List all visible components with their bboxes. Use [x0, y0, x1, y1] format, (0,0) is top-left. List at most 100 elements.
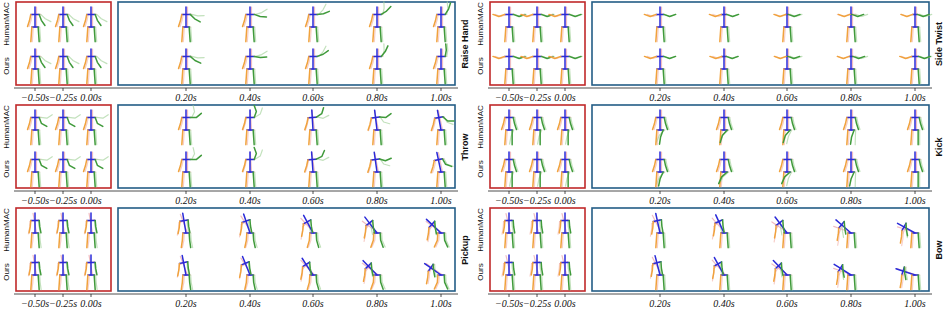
skeleton — [908, 110, 924, 145]
ghost-bone — [920, 69, 921, 84]
row-label: Ours — [477, 160, 485, 177]
skeleton — [844, 110, 860, 145]
ghost-bone — [792, 275, 793, 290]
skeleton-bone — [656, 214, 660, 233]
skeleton — [530, 213, 543, 248]
skeleton-bone — [850, 110, 852, 130]
skeleton-bone — [714, 262, 721, 266]
skeleton-bone — [95, 117, 103, 126]
skeleton-bone — [87, 220, 95, 222]
ghost-bone — [256, 51, 267, 56]
skeleton-bone — [376, 7, 378, 27]
time-tick-label: 0.80s — [366, 299, 387, 309]
ghost-bone — [28, 221, 30, 233]
time-tick-label: 0.20s — [649, 196, 670, 206]
skeleton-bone — [505, 27, 506, 42]
skeleton-bone — [513, 220, 515, 232]
skeleton-bone — [783, 130, 790, 143]
skeleton-bone — [31, 262, 39, 264]
skeleton — [431, 152, 453, 186]
skeleton — [717, 110, 733, 145]
skeleton-bone — [434, 56, 437, 68]
skeleton-bone — [183, 129, 189, 131]
skeleton-bone — [850, 7, 852, 27]
ghost-bone — [446, 69, 447, 84]
skeleton-bone — [250, 220, 252, 232]
skeleton-bone — [31, 275, 32, 290]
ghost-bone — [562, 214, 566, 233]
skeleton-bone — [431, 118, 434, 130]
skeleton — [644, 7, 675, 42]
ghost-bone — [38, 262, 40, 274]
skeleton-bone — [533, 117, 541, 119]
ghost-bone — [534, 172, 535, 187]
axis-tick — [377, 88, 378, 91]
time-tick-label: 0.80s — [366, 196, 387, 206]
skeleton — [900, 49, 932, 84]
skeleton-bone — [87, 27, 88, 42]
ghost-bone — [312, 152, 315, 172]
axis-tick — [186, 88, 187, 91]
skeleton-bone — [254, 148, 256, 160]
ghost-bone — [506, 172, 507, 187]
skeleton-bone — [912, 26, 918, 28]
skeleton — [179, 106, 202, 145]
skeleton-bone — [307, 275, 310, 289]
skeleton — [837, 49, 867, 84]
skeleton-bone — [656, 14, 664, 16]
skeleton-bone — [94, 275, 95, 290]
ghost-bone — [442, 7, 443, 27]
ghost-bone — [726, 14, 738, 16]
axis-tick — [91, 88, 92, 91]
skeleton-bone — [87, 275, 88, 290]
skeleton-bone — [505, 159, 513, 161]
skeleton-bone — [31, 14, 39, 16]
skeleton-bone — [775, 225, 777, 237]
skeleton-bone — [709, 14, 721, 16]
skeleton-bone — [918, 275, 919, 290]
skeleton-bone — [838, 14, 850, 16]
skeleton-bone — [720, 117, 728, 119]
skeleton — [653, 110, 669, 145]
time-tick-label: 0.80s — [840, 93, 861, 103]
skeleton-bone — [445, 3, 450, 14]
skeleton-bone — [31, 159, 39, 161]
skeleton-bone — [848, 26, 854, 28]
skeleton-bone — [244, 214, 250, 233]
skeleton-bone — [790, 27, 791, 42]
skeleton-bone — [442, 159, 451, 167]
skeleton-bone — [783, 275, 784, 290]
skeleton — [896, 267, 921, 290]
skeleton-bone — [512, 27, 513, 42]
skeleton-bone — [67, 56, 73, 67]
skeleton-bone — [34, 255, 36, 275]
skeleton-bone — [183, 171, 189, 173]
skeleton-bone — [34, 49, 36, 69]
axis-tick — [186, 294, 187, 297]
skeleton-bone — [433, 264, 435, 276]
skeleton-bone — [561, 117, 569, 119]
skeleton-bone — [308, 158, 316, 160]
ghost-bone — [40, 69, 41, 84]
skeleton — [243, 7, 268, 42]
skeleton — [530, 152, 546, 187]
skeleton-bone — [912, 171, 918, 173]
skeleton-bone — [84, 56, 87, 68]
skeleton-bone — [312, 110, 313, 130]
skeleton-bone — [316, 233, 319, 247]
skeleton-bone — [373, 172, 374, 187]
ghost-bone — [538, 152, 539, 172]
time-axis — [488, 88, 932, 89]
skeleton-bone — [60, 68, 66, 70]
ghost-bone — [506, 233, 507, 248]
ghost-bone — [40, 27, 41, 42]
skeleton-bone — [505, 233, 506, 248]
row-label: HumanMAC — [477, 2, 485, 46]
ghost-bone — [566, 172, 570, 186]
ghost-bone — [916, 152, 917, 172]
skeleton-bone — [373, 27, 374, 42]
ghost-bone — [33, 255, 36, 275]
skeleton-bone — [95, 220, 97, 232]
axis-tick — [63, 191, 64, 194]
skeleton-bone — [370, 56, 373, 68]
